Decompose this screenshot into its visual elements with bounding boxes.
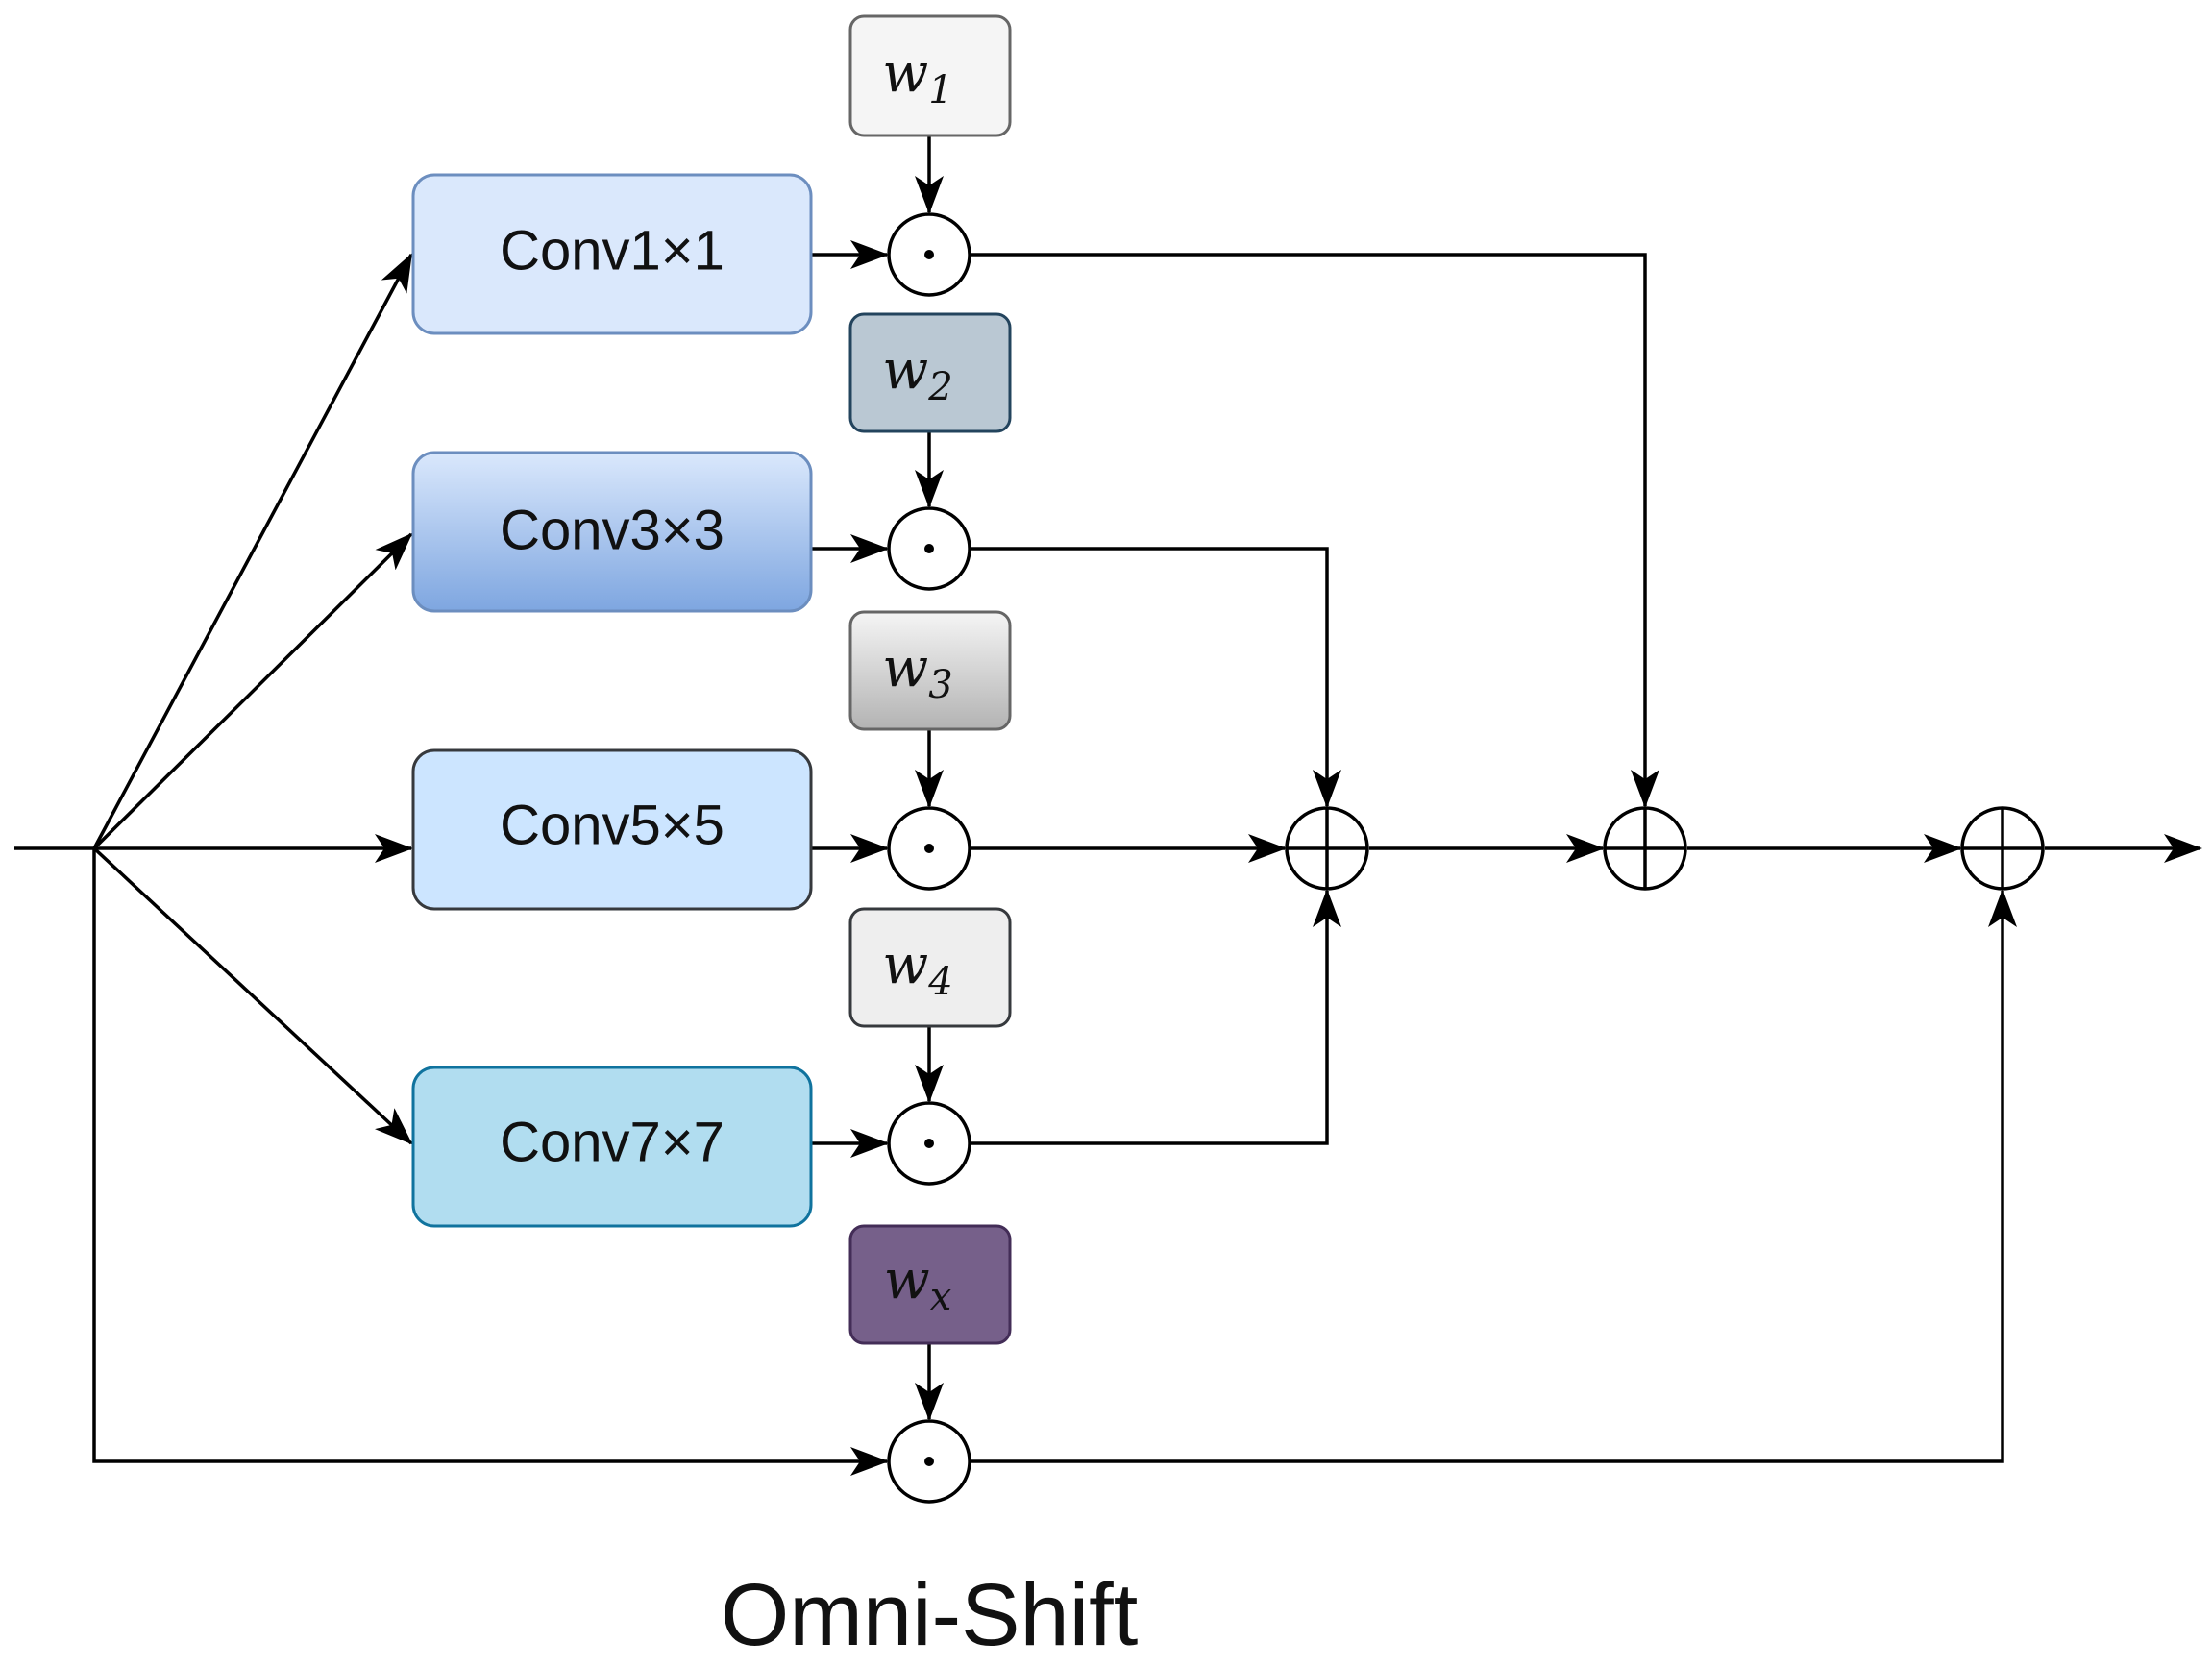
conv-block-conv1: Conv1×1 [411, 173, 813, 335]
multiply-node-2 [887, 506, 971, 591]
conv3-box [411, 451, 813, 613]
multiply-dot [924, 1139, 934, 1148]
conv-block-conv3: Conv3×3 [411, 451, 813, 613]
conv1-box [411, 173, 813, 335]
edge-split-to-conv1 [92, 253, 413, 849]
add-node-2 [1603, 806, 1687, 891]
conv7-box [411, 1066, 813, 1228]
multiply-dot [924, 844, 934, 853]
multiply-node-x [887, 1419, 971, 1504]
w2-label: w2 [882, 339, 952, 409]
w3-label: w3 [882, 637, 952, 707]
w4-label: w4 [882, 934, 952, 1004]
diagram-title: Omni-Shift [721, 1566, 1139, 1664]
conv-block-conv7: Conv7×7 [411, 1066, 813, 1228]
wx-label: wx [884, 1249, 952, 1319]
edge-mul4-to-add1 [971, 889, 1341, 1145]
multiply-node-3 [887, 806, 971, 891]
multiply-dot [924, 250, 934, 259]
conv5-box [411, 748, 813, 911]
weight-block-w2: w2 [848, 312, 1012, 433]
edges [14, 135, 2202, 1476]
add-node-3 [1960, 806, 2045, 891]
edge-split-to-conv7 [92, 846, 413, 1145]
wx-box [848, 1224, 1012, 1345]
edge-split-to-conv3 [92, 532, 413, 850]
conv1-label: Conv1×1 [500, 219, 725, 282]
weight-block-w1: w1 [848, 14, 1012, 137]
weight-block-w4: w4 [848, 907, 1012, 1028]
multiply-node-4 [887, 1101, 971, 1186]
add-node-1 [1285, 806, 1369, 891]
conv-block-conv5: Conv5×5 [411, 748, 813, 911]
edge-identity [92, 848, 889, 1476]
multiply-dot [924, 1457, 934, 1466]
w1-label: w1 [882, 42, 952, 112]
w2-box [848, 312, 1012, 433]
multiply-dot [924, 544, 934, 553]
conv3-label: Conv3×3 [500, 499, 725, 561]
multiply-node-1 [887, 212, 971, 297]
weight-block-wx: wx [848, 1224, 1012, 1345]
edge-mulx-to-add3 [971, 889, 2017, 1463]
w1-box [848, 14, 1012, 137]
conv5-label: Conv5×5 [500, 794, 725, 856]
w3-box [848, 610, 1012, 731]
weight-block-w3: w3 [848, 610, 1012, 731]
edge-mul2-to-add1 [971, 547, 1341, 808]
edge-mul1-to-add2 [971, 253, 1659, 808]
w4-box [848, 907, 1012, 1028]
conv7-label: Conv7×7 [500, 1111, 725, 1173]
